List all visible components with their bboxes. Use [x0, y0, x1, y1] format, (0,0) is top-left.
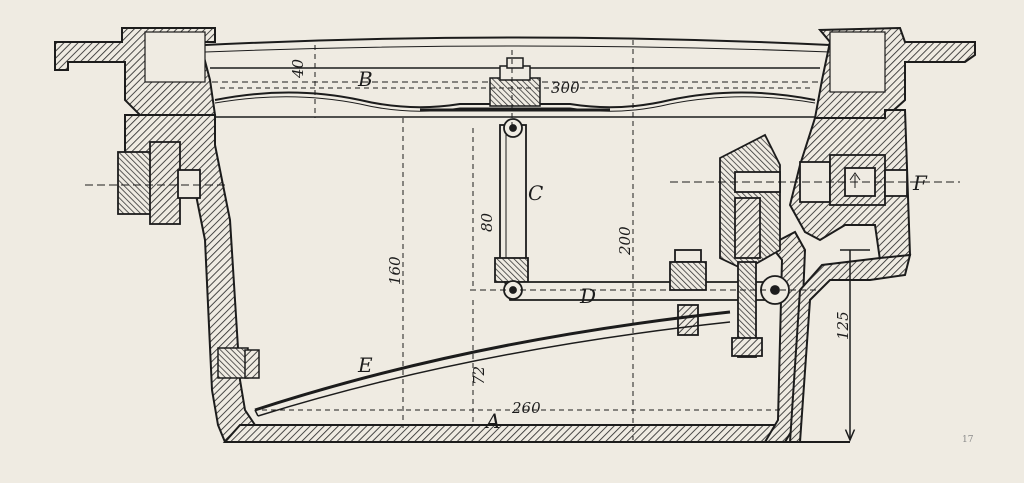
corner-mark: 17 — [962, 435, 974, 445]
label-d: D — [579, 284, 596, 308]
left-plug — [85, 141, 225, 225]
link-c — [494, 118, 529, 283]
dim-300: 300 — [551, 79, 580, 97]
dim-80: 80 — [478, 212, 496, 232]
label-f: F — [912, 171, 928, 195]
dimension-lines — [220, 40, 810, 440]
spring-e — [254, 310, 731, 417]
dim-72: 72 — [470, 366, 488, 385]
top-flange — [54, 26, 976, 119]
dim-160: 160 — [386, 256, 404, 285]
lever-d — [470, 249, 820, 358]
label-e: E — [357, 353, 373, 377]
label-c: C — [528, 181, 543, 205]
wall-screw — [217, 347, 260, 379]
dim-200: 200 — [616, 226, 634, 256]
diaphragm — [214, 57, 816, 112]
label-b: B — [357, 67, 373, 91]
dim-40: 40 — [289, 58, 307, 79]
dim-260: 260 — [511, 399, 541, 417]
valve-f — [670, 133, 960, 272]
dim-125: 125 — [834, 311, 852, 340]
dimension-125 — [840, 249, 870, 440]
label-a: A — [484, 409, 500, 433]
